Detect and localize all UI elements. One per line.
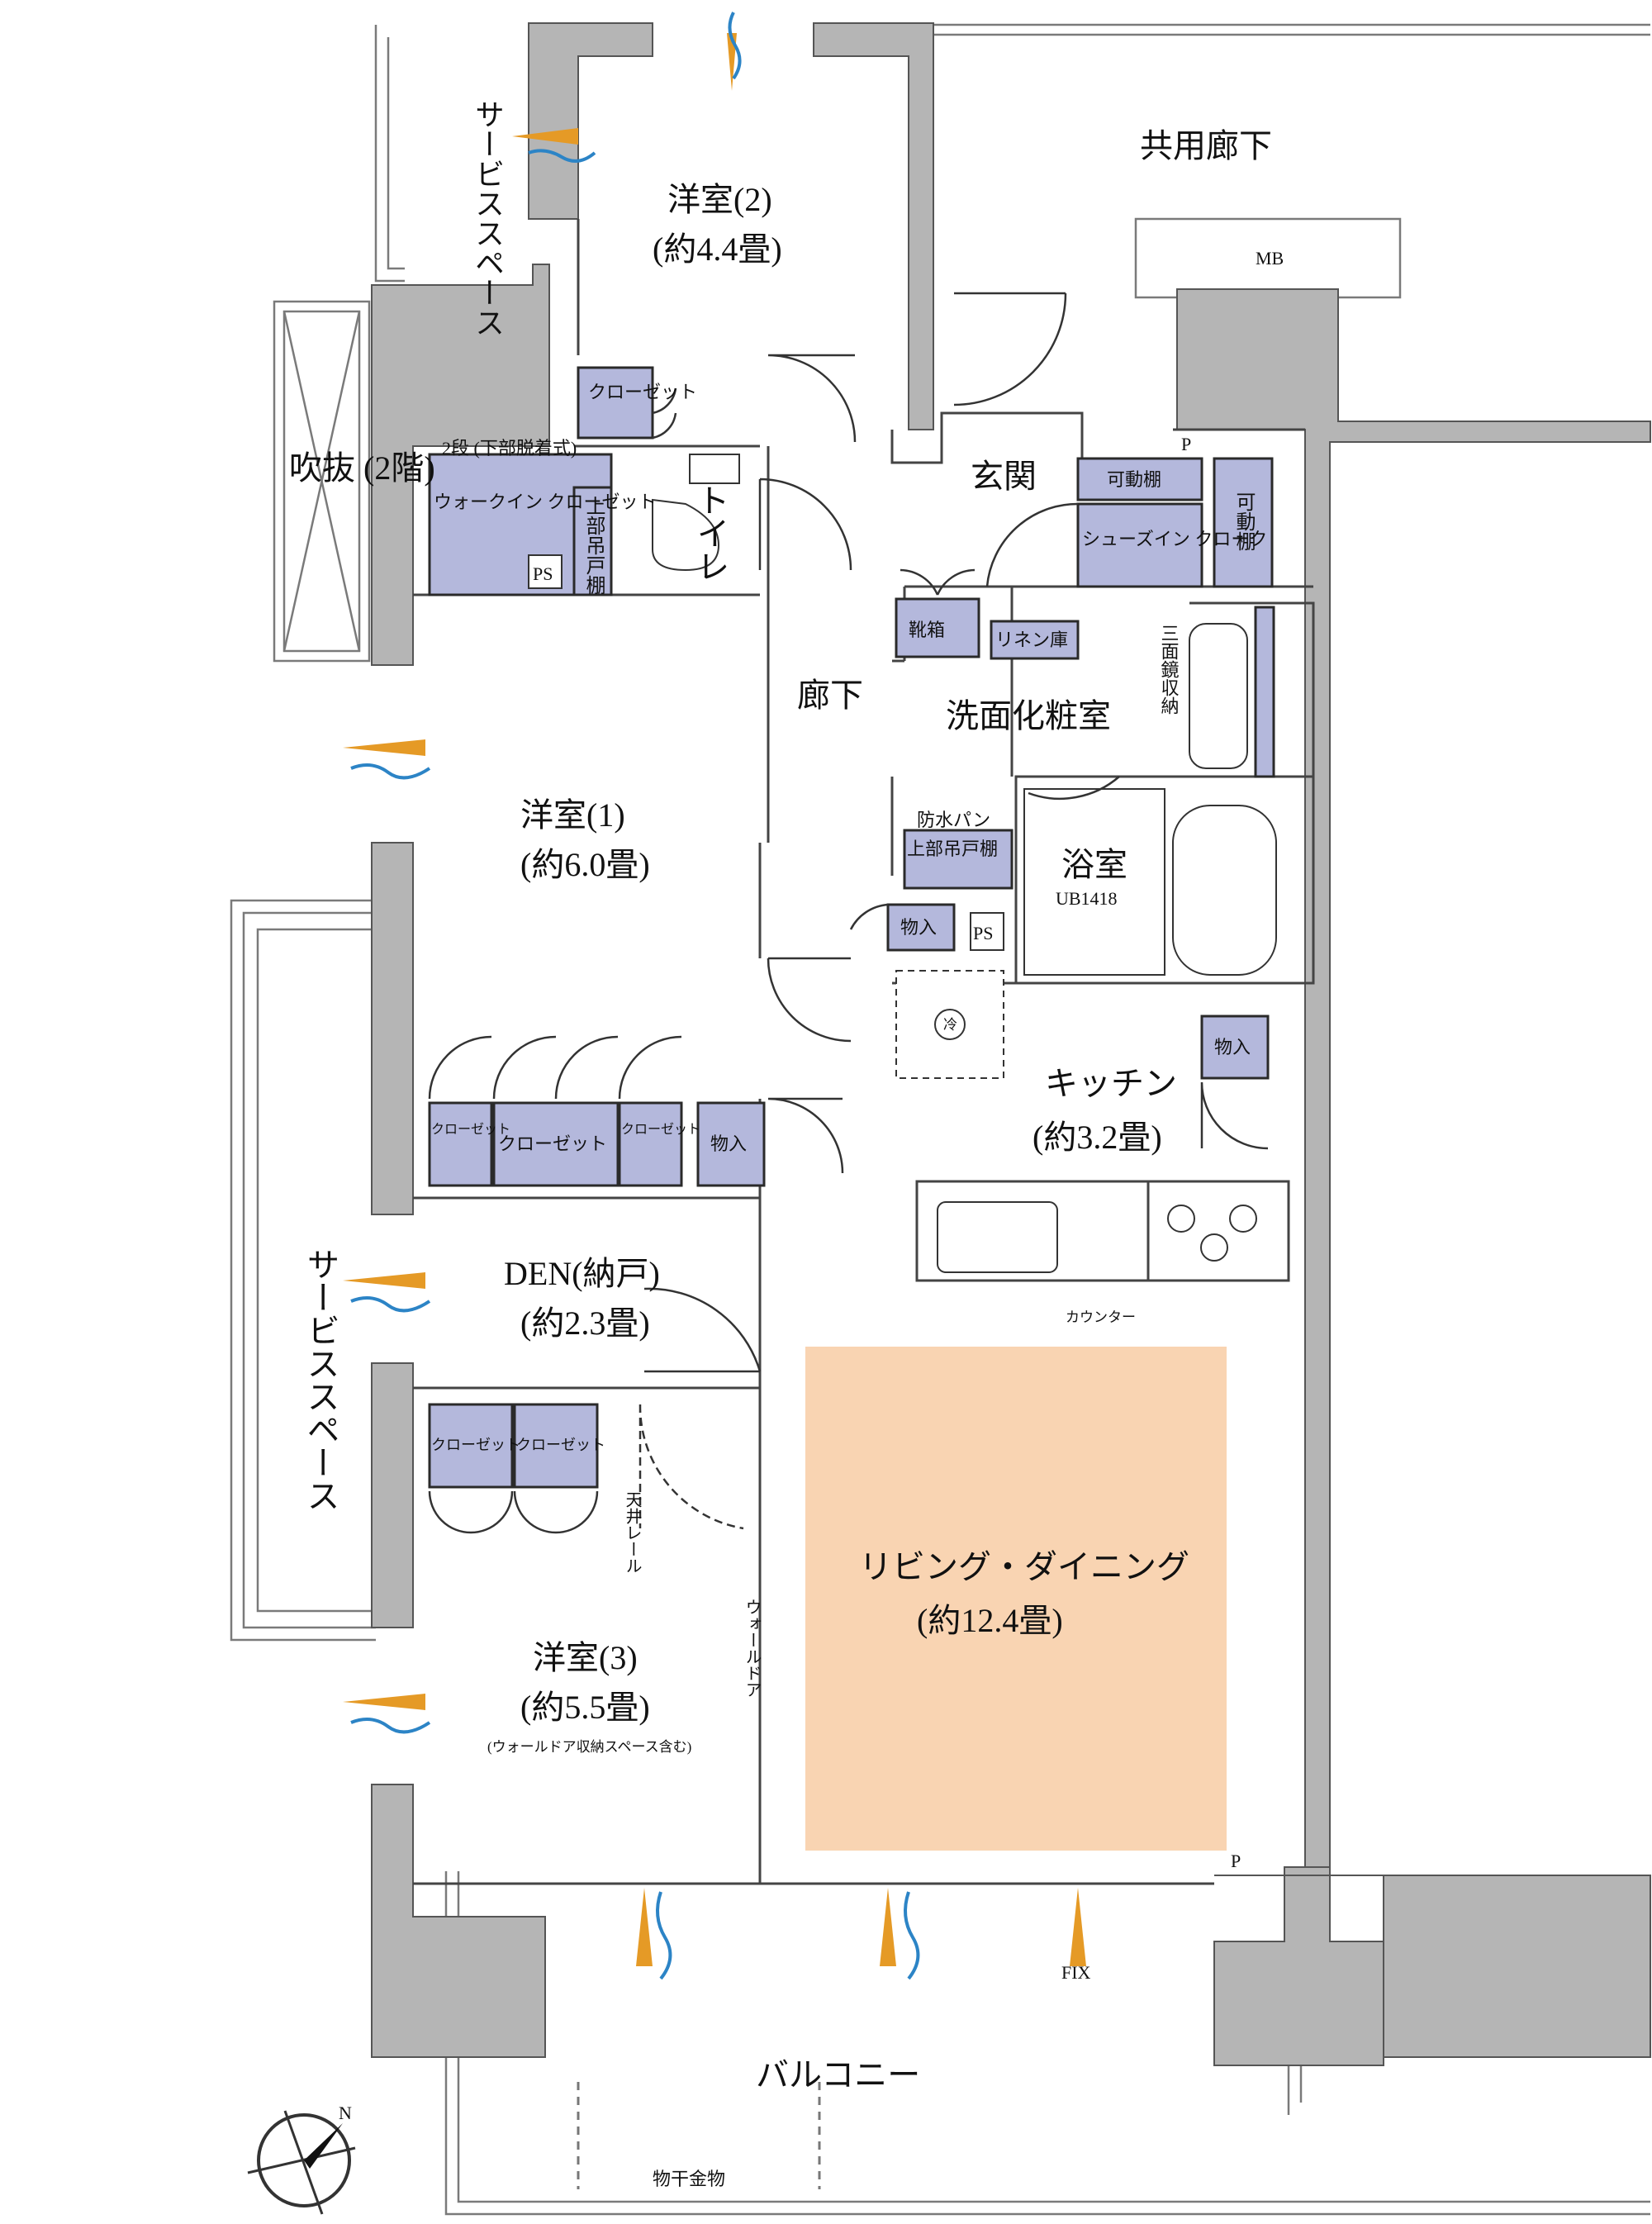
- mirror-storage-strip: [1254, 606, 1275, 778]
- western1-name: 洋室(1): [520, 796, 625, 834]
- movable-shelf-top: [1076, 457, 1203, 501]
- mono-kitchen-entry-label: 物入: [900, 917, 937, 938]
- kitchen-name: キッチン: [1045, 1065, 1177, 1102]
- mono-kitchen-entry: [886, 903, 956, 952]
- closet-label: クローゼット: [588, 382, 697, 402]
- storage-units: [428, 366, 1275, 1489]
- wic-label: ウォークイン クローゼット: [434, 492, 657, 512]
- shoes-in-cloak: [1076, 502, 1203, 588]
- kitchen-sink: [937, 1201, 1058, 1273]
- service-top-label: サービススペース: [471, 99, 504, 337]
- p-mark-top: P: [1181, 434, 1191, 454]
- living-area: (約12.4畳): [917, 1602, 1063, 1639]
- marks: PS PS P P MB FIX 冷 カウンター 天井レール ウォールドア N: [339, 248, 1284, 2123]
- western3-name: 洋室(3): [533, 1639, 638, 1676]
- bathtub: [1172, 805, 1277, 976]
- storage-labels: クローゼット 2段 (下部脱着式) ウォークイン クローゼット 上部吊戸棚 クロ…: [431, 382, 1267, 1453]
- movable-shelf-label: 可動棚: [1107, 469, 1161, 490]
- north-label: N: [339, 2103, 352, 2123]
- toilet-label: トイレ: [692, 483, 729, 582]
- upper-shelf2-label: 上部吊戸棚: [907, 839, 998, 859]
- mono-hall: [696, 1101, 766, 1187]
- hall-label: 廊下: [797, 677, 863, 714]
- western1-area: (約6.0畳): [520, 846, 650, 883]
- service-left-label: サービススペース: [302, 1247, 339, 1512]
- living-name: リビング・ダイニング: [859, 1548, 1189, 1585]
- shoe-box: [895, 597, 980, 658]
- linen-label: リネン庫: [995, 630, 1068, 650]
- upper-shelf-label: 上部吊戸棚: [582, 496, 605, 595]
- bath-model-label: UB1418: [1056, 888, 1118, 909]
- outside-labels: 共用廊下 サービススペース サービススペース 吹抜 (2階) バルコニー 物干金…: [289, 99, 1272, 2189]
- closet-w1-center-label: クローゼット: [498, 1133, 607, 1154]
- western2-name: 洋室(2): [667, 181, 772, 218]
- living-dining-area: [805, 1347, 1227, 1851]
- fridge-symbol: [934, 1009, 966, 1040]
- ceiling-rail-label: 天井レール: [623, 1491, 642, 1574]
- movable-shelf-side: [1213, 457, 1274, 588]
- waterproof-pan-label: 防水パン: [917, 810, 990, 830]
- bathroom-label: 浴室: [1061, 846, 1127, 883]
- washroom-label: 洗面化粧室: [946, 697, 1111, 734]
- closet-small-2: クローゼット: [621, 1122, 700, 1137]
- kitchen-area: (約3.2畳): [1032, 1119, 1162, 1156]
- closet-w3-right: [513, 1403, 599, 1489]
- shoes-in-cloak-label: シューズイン クローク: [1082, 529, 1267, 549]
- toilet-tank: [689, 454, 740, 484]
- burner-1: [1167, 1205, 1195, 1233]
- toilet-bowl: [652, 498, 720, 572]
- upper-shelf-wash: [903, 829, 1014, 890]
- balcony-label: バルコニー: [756, 2056, 920, 2093]
- upper-shelf-toilet: [572, 486, 613, 596]
- closet-western2: [577, 366, 654, 440]
- closet-small-3: クローゼット: [431, 1437, 520, 1453]
- ps-box-kitchen: [970, 912, 1004, 951]
- structural-walls: [371, 22, 1651, 2066]
- closet-w3-left: [428, 1403, 514, 1489]
- den-name: DEN(納戸): [504, 1255, 660, 1292]
- closet-small-4: クローゼット: [516, 1437, 605, 1453]
- wic-note-label: 2段 (下部脱着式): [442, 438, 577, 459]
- movable-shelf-side-label: 可動棚: [1232, 492, 1256, 551]
- north-compass: [247, 2110, 356, 2215]
- wall-door-label: ウォールドア: [743, 1599, 761, 1698]
- western2-area: (約4.4畳): [653, 230, 782, 268]
- room-labels: 洋室(2) (約4.4畳) 洋室(1) (約6.0畳) DEN(納戸) (約2.…: [487, 181, 1189, 1755]
- shoe-box-label: 靴箱: [909, 620, 945, 640]
- western3-note: (ウォールドア収納スペース含む): [487, 1739, 691, 1755]
- burner-2: [1229, 1205, 1257, 1233]
- burner-3: [1200, 1233, 1228, 1262]
- ps-box-wic: [528, 554, 563, 589]
- closet-w1-right: [618, 1101, 683, 1187]
- mirror-storage-label: 三面鏡収納: [1159, 624, 1180, 715]
- atrium: [273, 300, 371, 663]
- den-area: (約2.3畳): [520, 1304, 650, 1342]
- mono-hall-label: 物入: [710, 1133, 747, 1154]
- fridge-mark: 冷: [943, 1017, 957, 1033]
- corridor-label: 共用廊下: [1140, 127, 1272, 164]
- counter-label: カウンター: [1066, 1309, 1136, 1325]
- fixtures: [528, 454, 1277, 1273]
- closet-w1-center: [492, 1101, 620, 1187]
- closet-w1-left: [428, 1101, 493, 1187]
- p-mark-bottom: P: [1231, 1851, 1241, 1871]
- ps-mark-kitchen: PS: [973, 923, 993, 943]
- mb-mark: MB: [1256, 248, 1284, 268]
- mono-kitchen-label: 物入: [1214, 1037, 1251, 1057]
- linen-cabinet: [990, 620, 1080, 660]
- ventilation-arrows: [343, 12, 1086, 1980]
- atrium-label: 吹抜 (2階): [289, 449, 435, 487]
- western3-area: (約5.5畳): [520, 1689, 650, 1726]
- ps-mark-wic: PS: [533, 563, 553, 584]
- closet-small-1: クローゼット: [431, 1122, 510, 1137]
- drying-rack-label: 物干金物: [653, 2169, 725, 2189]
- bath-floor: [1023, 788, 1165, 976]
- fix-mark: FIX: [1061, 1962, 1091, 1983]
- mono-kitchen: [1200, 1015, 1270, 1080]
- doors: [428, 292, 1269, 1534]
- entrance-label: 玄関: [971, 458, 1037, 495]
- sink-wash: [1189, 623, 1248, 769]
